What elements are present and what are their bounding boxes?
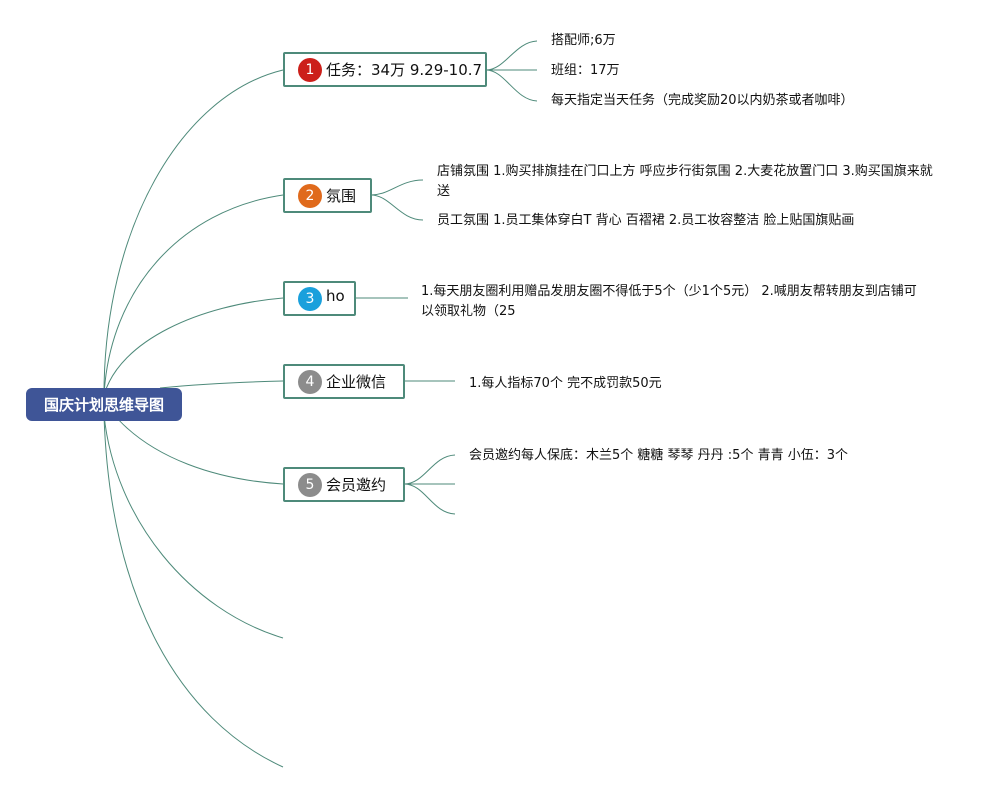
- link-b5-leaf-1: [403, 454, 456, 485]
- leaf-2-1[interactable]: 店铺氛围 1.购买排旗挂在门口上方 呼应步行街氛围 2.大麦花放置门口 3.购买…: [437, 164, 933, 199]
- branch-3[interactable]: 3 ho: [283, 281, 356, 316]
- branch-label: 会员邀约: [326, 476, 387, 494]
- branch-4[interactable]: 4 企业微信: [283, 364, 405, 399]
- branch-label: 任务：34万 9.29-10.7: [326, 61, 483, 79]
- link-b1-leaf-1: [485, 40, 538, 71]
- root-label: 国庆计划思维导图: [43, 396, 164, 414]
- link-root-empty-2: [103, 414, 284, 768]
- branch-1[interactable]: 1 任务：34万 9.29-10.7: [283, 52, 487, 87]
- link-root-branch-3: [103, 297, 284, 396]
- link-root-branch-1: [103, 69, 284, 396]
- leaf-4-1[interactable]: 1.每人指标70个 完不成罚款50元: [469, 376, 662, 391]
- link-b2-leaf-1: [370, 179, 424, 196]
- number-badge-icon: 1: [298, 57, 322, 82]
- link-b1-leaf-3: [485, 69, 538, 102]
- leaf-2-2[interactable]: 员工氛围 1.员工集体穿白T 背心 百褶裙 2.员工妆容整洁 脸上贴国旗贴画: [437, 213, 855, 228]
- link-b5-empty-2: [403, 483, 456, 515]
- link-root-branch-4: [159, 380, 284, 389]
- leaf-1-2[interactable]: 班组：17万: [551, 63, 620, 78]
- number-badge-icon: 5: [298, 472, 322, 497]
- branch-label: 氛围: [326, 187, 357, 205]
- leaf-1-3[interactable]: 每天指定当天任务（完成奖励20以内奶茶或者咖啡）: [551, 93, 854, 108]
- link-root-branch-2: [103, 194, 284, 396]
- branch-label: 企业微信: [326, 373, 387, 391]
- branch-2[interactable]: 2 氛围: [283, 178, 372, 213]
- link-b2-leaf-2: [370, 194, 424, 221]
- link-root-branch-5: [109, 409, 284, 485]
- number-badge-icon: 2: [298, 183, 322, 208]
- link-root-empty-1: [103, 414, 284, 639]
- number-badge-icon: 4: [298, 369, 322, 394]
- leaf-3-1[interactable]: 1.每天朋友圈利用赠品发朋友圈不得低于5个（少1个5元） 2.喊朋友帮转朋友到店…: [421, 284, 917, 319]
- root-node[interactable]: 国庆计划思维导图: [26, 388, 182, 421]
- number-badge-icon: 3: [298, 286, 322, 311]
- leaf-5-1[interactable]: 会员邀约每人保底：木兰5个 糖糖 琴琴 丹丹 :5个 青青 小伍：3个: [469, 448, 848, 463]
- branch-5[interactable]: 5 会员邀约: [283, 467, 405, 502]
- branch-label: ho: [326, 286, 345, 305]
- leaf-1-1[interactable]: 搭配师;6万: [551, 33, 616, 48]
